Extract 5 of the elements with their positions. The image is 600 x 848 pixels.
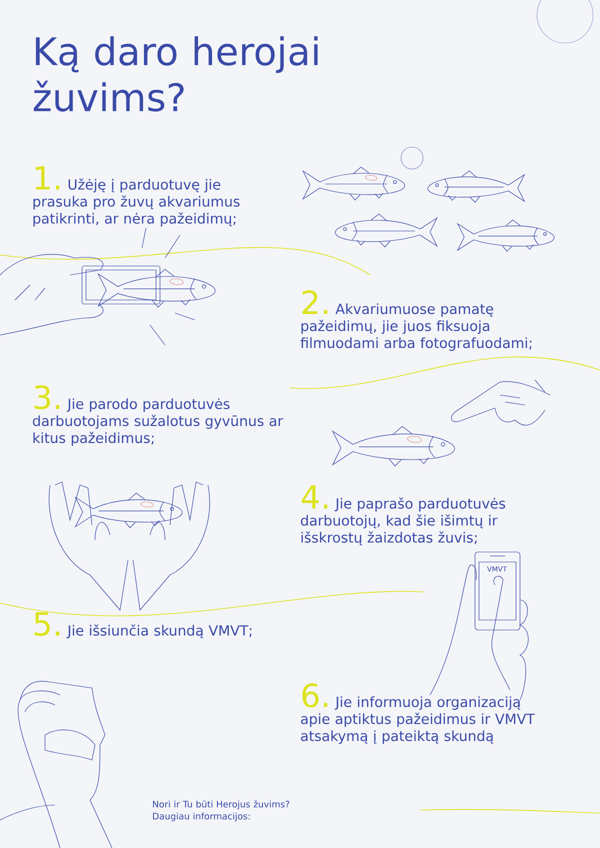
footer-note: Daugiau informacijos: <box>153 812 250 822</box>
step-text: Jie išsiunčia skundą VMVT; <box>66 624 252 638</box>
step-number: 5. <box>34 612 60 636</box>
footer-note: Nori ir Tu būti Herojus žuvims? <box>153 800 290 810</box>
title: Ką daro herojai žuvims? <box>34 36 318 112</box>
